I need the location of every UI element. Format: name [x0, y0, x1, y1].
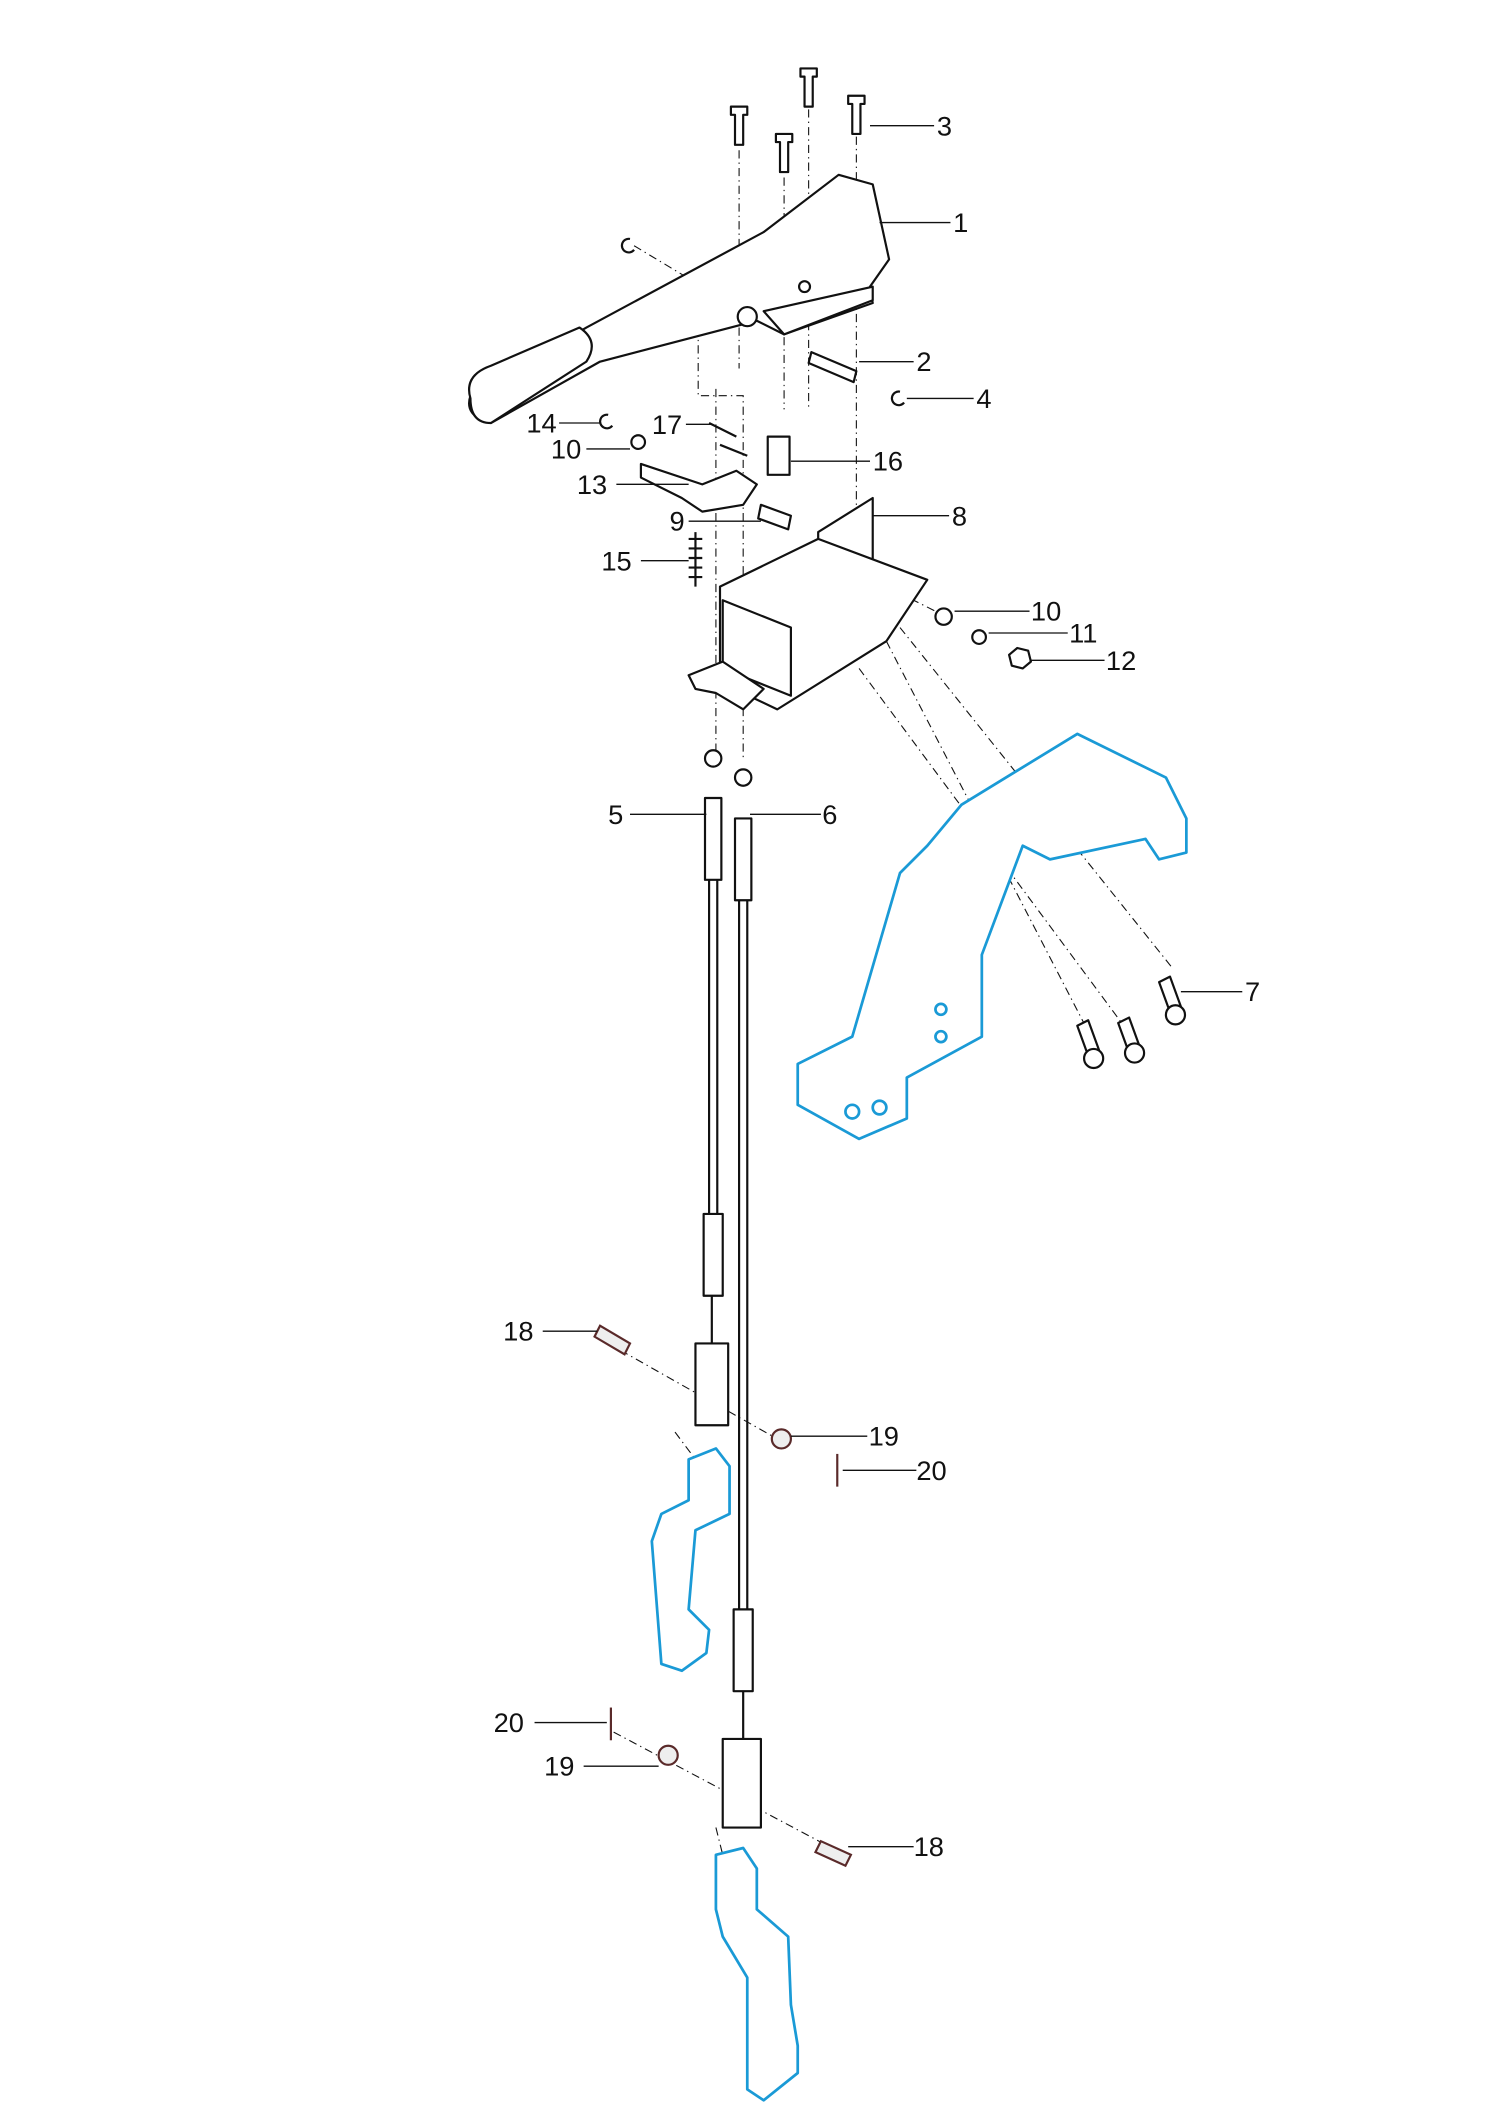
callout-19-lower: 19	[544, 1751, 574, 1782]
callout-5: 5	[608, 799, 623, 830]
part-4-clip	[890, 390, 905, 407]
part-19-washer-upper	[770, 1428, 792, 1450]
part-10-washer	[630, 434, 647, 451]
part-13-arm	[639, 462, 758, 513]
part-10-washer-right	[934, 607, 953, 626]
callout-7: 7	[1245, 976, 1260, 1007]
callout-15: 15	[601, 545, 631, 576]
callout-13: 13	[577, 469, 607, 500]
callout-17: 17	[652, 409, 682, 440]
part-11-washer	[971, 629, 987, 645]
part-7-bolts	[1076, 975, 1187, 1070]
part-16-switch	[766, 435, 791, 476]
callout-18-upper: 18	[503, 1316, 533, 1347]
part-15-spring	[688, 532, 703, 587]
reference-lever-upper	[650, 1447, 731, 1673]
callout-11: 11	[1069, 618, 1097, 649]
part-19-washer-lower	[657, 1744, 679, 1766]
callout-20-lower: 20	[494, 1707, 524, 1738]
callout-10-right: 10	[1031, 596, 1061, 627]
part-17-pin	[708, 422, 748, 457]
part-14-clip	[599, 413, 614, 430]
part-5-cable	[694, 749, 730, 1427]
callout-8: 8	[952, 500, 967, 531]
callout-2: 2	[916, 346, 931, 377]
part-18-clevis-pin-upper	[593, 1324, 632, 1356]
callout-9: 9	[670, 506, 685, 537]
callout-10: 10	[551, 433, 581, 464]
part-8-bracket	[687, 496, 929, 711]
callout-20-upper: 20	[916, 1455, 946, 1486]
callout-18-lower: 18	[914, 1831, 944, 1862]
part-1-brake-lever	[468, 173, 891, 425]
reference-frame-bracket	[796, 732, 1188, 1141]
part-18-clevis-pin-lower	[813, 1839, 853, 1868]
callout-12: 12	[1106, 645, 1136, 676]
callouts: 3 1 2 4 14 17 10 16 13 8 9 15 10 11 12 5…	[494, 110, 1261, 1862]
callout-6: 6	[822, 799, 837, 830]
retaining-clip	[620, 237, 635, 254]
part-12-nut	[1007, 646, 1032, 670]
reference-lever-lower	[714, 1846, 800, 2102]
callout-14: 14	[526, 408, 556, 439]
part-3-bolts	[729, 67, 866, 174]
callout-3: 3	[937, 110, 952, 141]
callout-1: 1	[953, 207, 968, 238]
part-6-cable	[721, 768, 762, 1829]
part-9-bolt	[757, 503, 792, 531]
callout-4: 4	[976, 383, 991, 414]
callout-19-upper: 19	[869, 1421, 899, 1452]
part-2-pin	[807, 351, 858, 384]
callout-16: 16	[873, 446, 903, 477]
